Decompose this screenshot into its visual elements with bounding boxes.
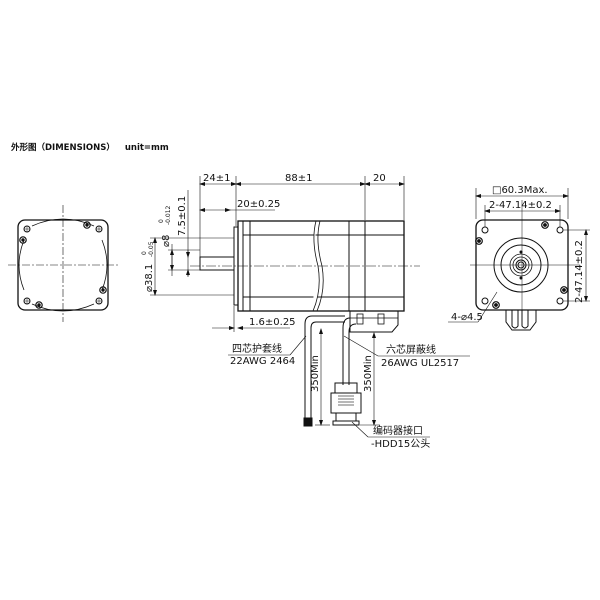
dim-cable-length-1: 350Min xyxy=(310,355,321,392)
dim-cable2-group: 350Min xyxy=(363,355,374,392)
title-text: 外形图（DIMENSIONS） xyxy=(11,143,115,153)
drawing-title: 外形图（DIMENSIONS） unit=mm xyxy=(11,141,169,153)
dim-shaft-diameter-group: ⌀8 0 -0.012 xyxy=(158,205,172,247)
dim-hole-spacing-v: 2-47.14±0.2 xyxy=(574,240,585,303)
dim-body-length: 88±1 xyxy=(285,173,312,184)
dim-square-max: □60.3Max. xyxy=(492,185,548,196)
dim-flange-offset: 20±0.25 xyxy=(237,199,280,210)
side-dimensions xyxy=(150,176,405,426)
dim-mount-holes: 4-⌀4.5 xyxy=(451,312,483,323)
dim-shaft-length: 24±1 xyxy=(203,173,230,184)
dim-cable1-group: 350Min xyxy=(310,355,321,392)
encoder-cable-spec: 26AWG UL2517 xyxy=(381,358,459,369)
connector-label: 编码器接口 xyxy=(373,424,423,437)
dim-flange-thickness: 1.6±0.25 xyxy=(249,317,296,328)
dim-pilot-diameter-group: ⌀38.1 0 -0.05 xyxy=(141,241,155,292)
power-cable-label: 四芯护套线 xyxy=(232,342,282,355)
dim-shaft-flat-group: 7.5±0.1 xyxy=(177,196,188,236)
screw-icon xyxy=(19,221,107,309)
dim-shaft-tol-upper: 0 xyxy=(158,219,165,223)
dim-shaft-diameter: ⌀8 xyxy=(161,235,172,247)
dim-pilot-diameter: ⌀38.1 xyxy=(144,264,155,292)
dim-rear-length: 20 xyxy=(373,173,386,184)
side-view xyxy=(190,220,420,427)
rear-view xyxy=(470,200,580,331)
db15-connector-icon xyxy=(330,382,362,426)
dim-pilot-tol-lower: -0.05 xyxy=(148,241,155,257)
dim-cable-length-2: 350Min xyxy=(363,355,374,392)
dim-shaft-flat: 7.5±0.1 xyxy=(177,196,188,236)
mount-hole-icon xyxy=(23,225,103,305)
encoder-cable-label: 六芯屏蔽线 xyxy=(386,343,436,356)
dim-hole-spacing-v-group: 2-47.14±0.2 xyxy=(574,240,585,303)
unit-text: unit=mm xyxy=(124,143,169,153)
dim-pilot-tol-upper: 0 xyxy=(141,251,148,255)
dim-hole-spacing-h: 2-47.14±0.2 xyxy=(489,200,552,211)
leader-lines xyxy=(228,335,470,438)
front-view xyxy=(8,205,118,322)
power-cable-spec: 22AWG 2464 xyxy=(230,356,295,367)
rear-dimensions xyxy=(448,188,590,323)
dim-shaft-tol-lower: -0.012 xyxy=(165,205,172,225)
connector-spec: -HDD15公头 xyxy=(371,438,430,450)
